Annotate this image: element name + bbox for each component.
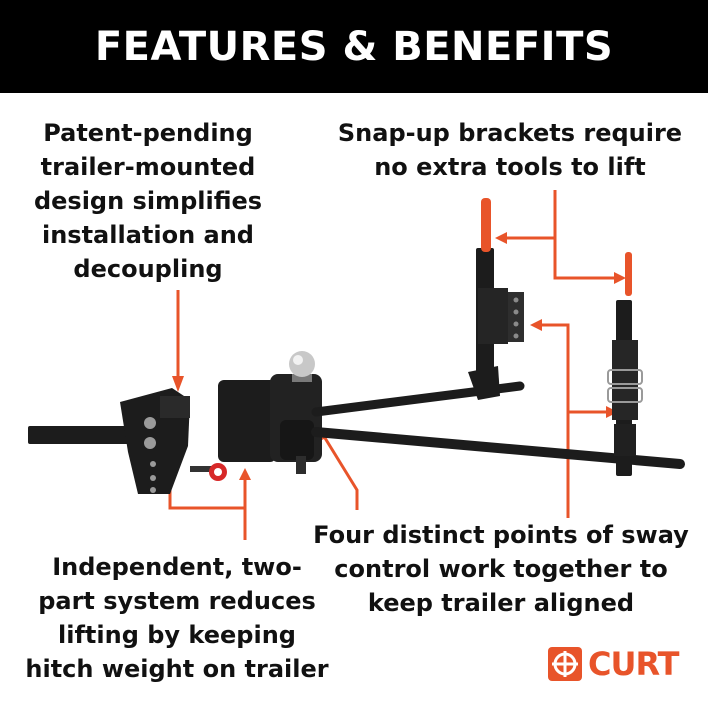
ball-mount-shank xyxy=(28,388,190,494)
brand-name: CURT xyxy=(588,645,679,683)
hitch-head xyxy=(218,374,322,474)
arrow-sway-upper xyxy=(540,323,570,518)
snap-up-bracket-upper xyxy=(468,248,524,400)
bracket-lower-handle xyxy=(625,252,632,296)
callout-line: decoupling xyxy=(73,255,223,283)
brand-logo: CURT xyxy=(548,644,679,684)
callout-line: control work together to xyxy=(334,555,668,583)
arrow-sway-center xyxy=(323,437,359,510)
shank-holes xyxy=(144,417,156,493)
page-title: FEATURES & BENEFITS xyxy=(94,23,614,70)
callout-line: installation and xyxy=(41,221,254,249)
hitch-ball xyxy=(289,351,315,382)
callout-patent-pending: Patent-pending trailer-mounted design si… xyxy=(28,116,268,286)
callout-line: Patent-pending xyxy=(43,119,253,147)
callout-line: keep trailer aligned xyxy=(367,589,635,617)
bracket-lower-chain xyxy=(607,369,643,403)
arrow-snap-up xyxy=(505,190,557,240)
callout-line: lifting by keeping xyxy=(58,621,296,649)
arrow-snap-up-right xyxy=(553,238,616,280)
callout-line: Snap-up brackets require xyxy=(337,119,683,147)
callout-snap-up-brackets: Snap-up brackets require no extra tools … xyxy=(330,116,690,184)
callout-line: Four distinct points of sway xyxy=(313,521,689,549)
callout-line: trailer-mounted xyxy=(40,153,256,181)
bracket-upper-holes xyxy=(513,297,519,339)
callout-two-part-system: Independent, two- part system reduces li… xyxy=(22,550,332,686)
callout-line: part system reduces xyxy=(38,587,316,615)
callout-line: hitch weight on trailer xyxy=(25,655,329,683)
hitch-pin xyxy=(190,463,227,481)
header-banner: FEATURES & BENEFITS xyxy=(0,0,708,93)
callout-line: design simplifies xyxy=(33,187,263,215)
curt-logo-icon xyxy=(548,647,582,681)
bracket-upper-handle xyxy=(481,198,491,252)
callout-line: Independent, two- xyxy=(52,553,302,581)
arrow-two-part xyxy=(168,472,247,540)
callout-sway-control: Four distinct points of sway control wor… xyxy=(312,518,690,620)
callout-line: no extra tools to lift xyxy=(374,153,646,181)
